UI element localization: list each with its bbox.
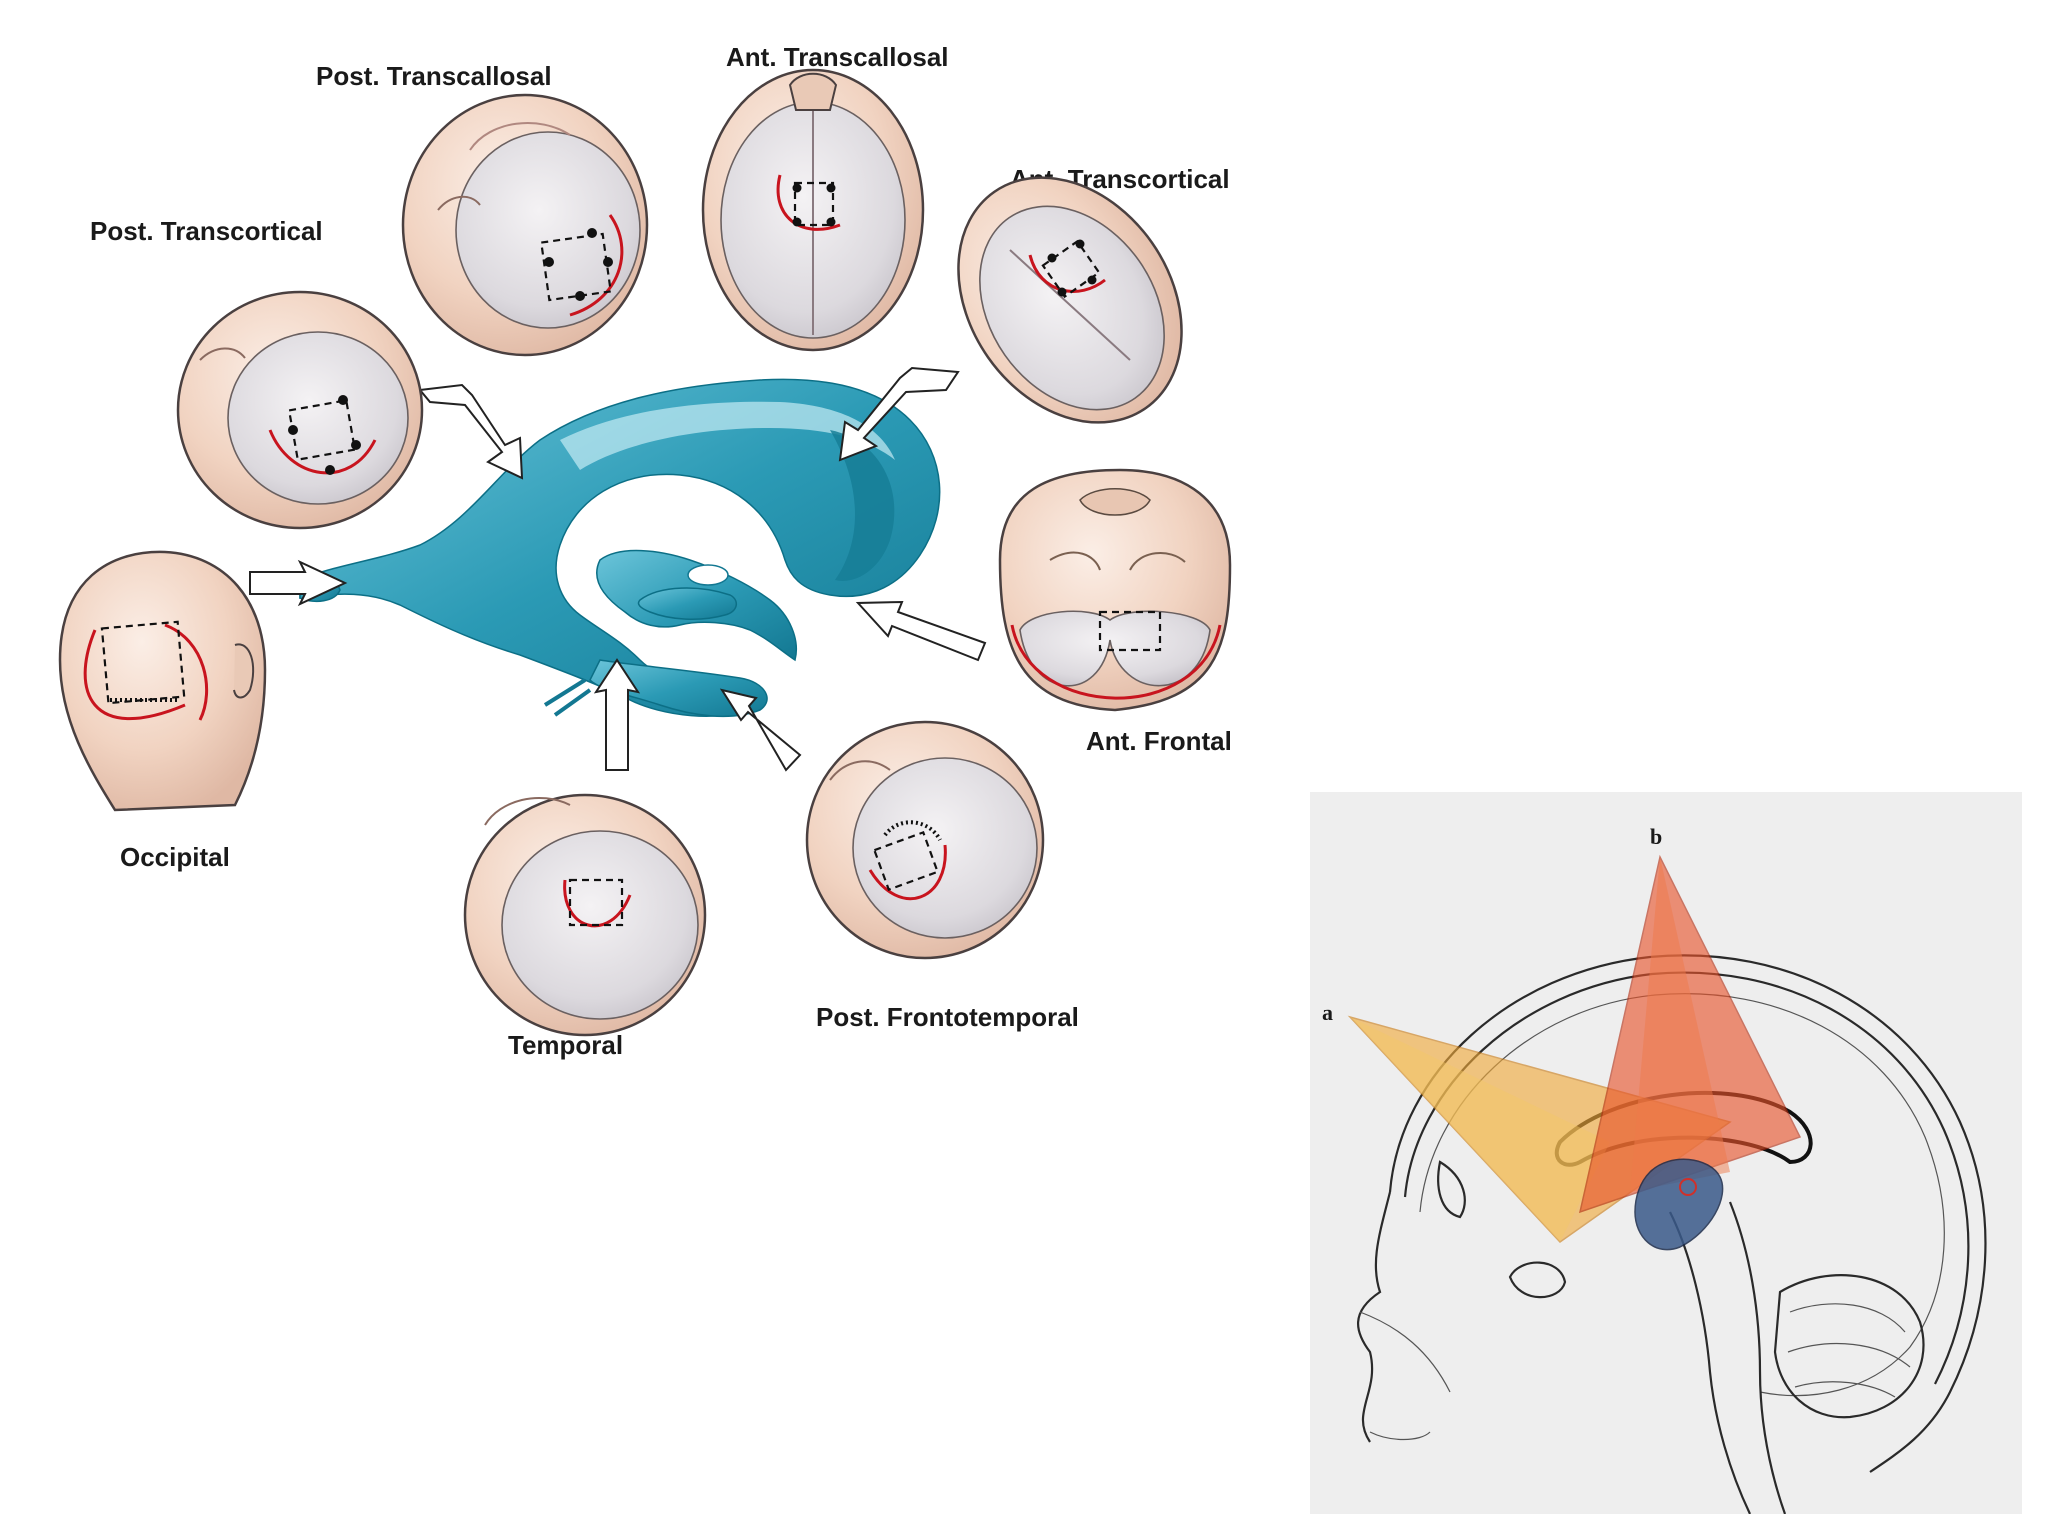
third-ventricle-target <box>1634 1158 1724 1251</box>
head-post-transcallosal <box>401 93 649 357</box>
label-temporal: Temporal <box>508 1030 623 1060</box>
brain-outline <box>1419 993 1945 1397</box>
head-post-frontotemporal <box>805 720 1045 960</box>
label-ant-frontal: Ant. Frontal <box>1086 726 1232 756</box>
massa-intermedia <box>687 564 729 586</box>
label-post-transcallosal: Post. Transcallosal <box>316 61 552 91</box>
arrow-post-transcallosal <box>418 383 524 480</box>
sagittal-trajectory-inset: a b <box>1310 792 2022 1514</box>
label-post-frontotemporal: Post. Frontotemporal <box>816 1002 1079 1032</box>
arrow-occipital <box>249 559 348 607</box>
head-ant-transcallosal <box>701 68 925 352</box>
label-post-transcortical: Post. Transcortical <box>90 216 323 246</box>
head-post-transcortical <box>176 290 424 530</box>
head-temporal <box>463 793 707 1037</box>
arrow-temporal <box>593 658 641 771</box>
label-ant-transcallosal: Ant. Transcallosal <box>726 42 949 72</box>
arrow-post-frontotemporal <box>719 688 802 772</box>
head-occipital <box>58 550 267 812</box>
head-ant-transcortical <box>957 176 1183 424</box>
head-ant-frontal <box>998 468 1232 712</box>
label-trajectory-b: b <box>1650 824 1662 849</box>
arrow-ant-transcortical <box>838 366 960 462</box>
approach-arrows <box>249 366 987 772</box>
brainstem <box>1669 1211 1751 1514</box>
cerebellum <box>1773 1274 1925 1419</box>
label-occipital: Occipital <box>120 842 230 872</box>
skull-outline <box>1388 954 1987 1473</box>
arrow-ant-frontal <box>855 600 987 662</box>
label-trajectory-a: a <box>1322 1000 1333 1025</box>
